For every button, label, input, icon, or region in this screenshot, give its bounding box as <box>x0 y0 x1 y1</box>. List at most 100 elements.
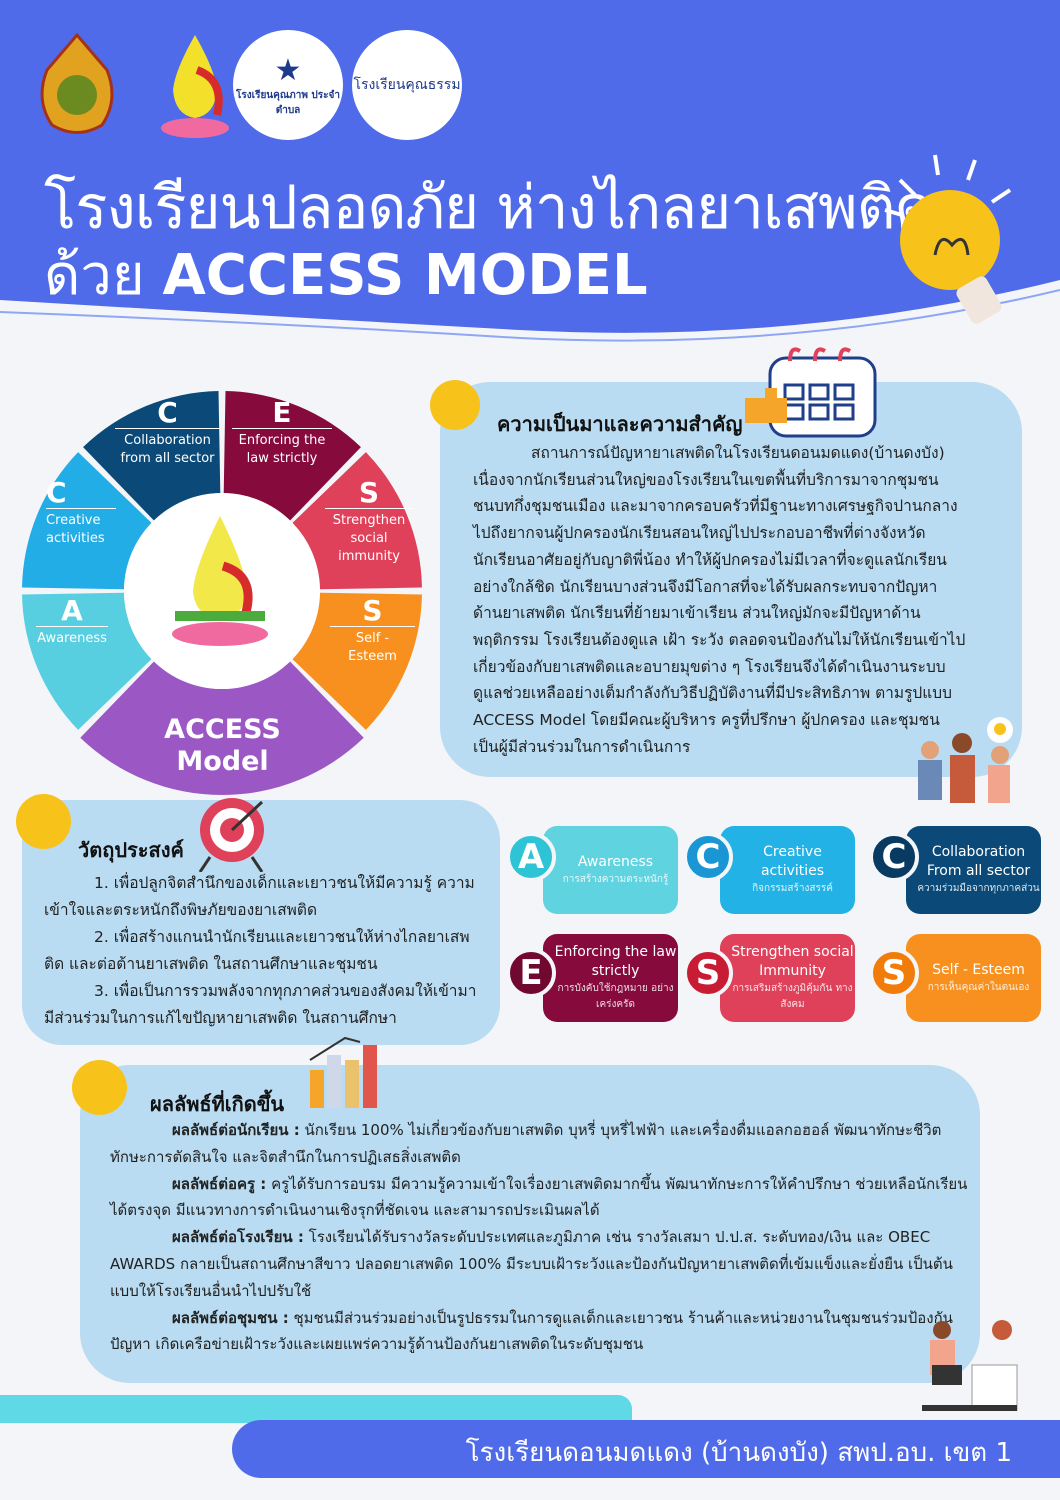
wheel-slice-enforcing <box>223 391 361 521</box>
background-line: ไปถึงยากจนผู้ปกครองนักเรียนสอนใหญ่ไปประก… <box>473 524 926 543</box>
card-strengthen: Strengthen social Immunity การเสริมสร้างภ… <box>720 934 855 1022</box>
yellow-dot-decoration <box>430 380 480 430</box>
results-heading: ผลลัพธ์ที่เกิดขึ้น <box>150 1092 285 1116</box>
result-label: ผลลัพธ์ต่อครู : <box>172 1174 267 1193</box>
background-line: ACCESS Model โดยมีคณะผู้บริหาร ครูที่ปรึ… <box>473 711 940 730</box>
objective-1-line: 1. เพื่อปลูกจิตสำนึกของเด็กและเยาวชนให้ม… <box>94 874 475 892</box>
result-text: ครูได้รับการอบรม มีความรู้ความเข้าใจเรื่… <box>110 1174 968 1220</box>
result-label: ผลลัพธ์ต่อนักเรียน : <box>172 1121 300 1139</box>
background-line: พฤติกรรม โรงเรียนต้องดูแล เฝ้า ระวัง ตลอ… <box>473 630 966 649</box>
result-label: ผลลัพธ์ต่อโรงเรียน : <box>172 1228 304 1247</box>
title-model: ACCESS MODEL <box>162 243 648 308</box>
wheel-slice-collaboration <box>83 391 221 521</box>
quality-school-logo: ★โรงเรียนคุณภาพ ประจำตำบล <box>233 30 343 140</box>
result-text: นักเรียน 100% ไม่เกี่ยวข้องกับยาเสพติด บ… <box>110 1121 942 1166</box>
card-letter-badge: C <box>683 832 733 882</box>
wheel-slice-self-esteem <box>292 592 422 730</box>
wheel-chart <box>22 391 422 795</box>
yellow-dot-decoration <box>72 1060 127 1115</box>
school-logo-center <box>165 516 275 646</box>
bar-chart-icon <box>309 1036 377 1108</box>
moral-school-logo-text: โรงเรียนคุณธรรม <box>353 77 461 93</box>
card-title: Awareness <box>577 853 654 870</box>
obec-emblem-logo <box>22 30 132 140</box>
objectives-heading: วัตถุประสงค์ <box>78 838 184 862</box>
card-subtitle: ความร่วมมือจากทุกภาคส่วน <box>917 883 1040 894</box>
page-title-line1: โรงเรียนปลอดภัย ห่างไกลยาเสพติด <box>44 173 934 243</box>
background-line: ด้านยาเสพติด นักเรียนที่ย้ายมาเข้าเรียน … <box>473 604 921 623</box>
card-title: Creative activities <box>760 844 825 879</box>
header-banner: ★โรงเรียนคุณภาพ ประจำตำบล โรงเรียนคุณธรร… <box>0 0 1060 360</box>
objective-2-cont: ติด และต่อต้านยาเสพติด ในสถานศึกษาและชุม… <box>44 955 378 973</box>
wheel-slice-strengthen <box>292 452 422 590</box>
footer-cyan-bar <box>0 1395 632 1423</box>
card-title: Self - Esteem <box>932 961 1025 978</box>
result-item: ผลลัพธ์ต่อนักเรียน : นักเรียน 100% ไม่เก… <box>110 1117 970 1171</box>
footer-school-name: โรงเรียนดอนมดแดง (บ้านดงบัง) สพป.อบ. เขต… <box>465 1438 1012 1468</box>
result-label: ผลลัพธ์ต่อชุมชน : <box>172 1308 289 1327</box>
card-letter-badge: A <box>506 832 556 882</box>
card-subtitle: การเห็นคุณค่าในตนเอง <box>927 981 1030 993</box>
background-line: ชนบทกึ่งชุมชนเมือง และมาจากครอบครัวที่มี… <box>473 497 958 516</box>
footer-bar: โรงเรียนดอนมดแดง (บ้านดงบัง) สพป.อบ. เขต… <box>232 1420 1060 1478</box>
objective-3-cont: มีส่วนร่วมในการแก้ไขปัญหายาเสพติด ในสถาน… <box>44 1009 397 1027</box>
card-letter-badge: S <box>869 948 919 998</box>
school-logo <box>140 30 250 140</box>
results-body: ผลลัพธ์ต่อนักเรียน : นักเรียน 100% ไม่เก… <box>110 1117 970 1358</box>
yellow-dot-decoration <box>16 794 71 849</box>
quality-school-logo-text: โรงเรียนคุณภาพ ประจำตำบล <box>236 89 340 116</box>
title-prefix: ด้วย <box>44 243 145 308</box>
background-line: ดูแลช่วยเหลืออย่างเต็มกำลังกับวิธีปฏิบัต… <box>473 684 952 703</box>
lightbulb-icon <box>884 154 1012 324</box>
results-panel <box>80 1065 980 1383</box>
card-subtitle: การบังคับใช้กฎหมาย อย่างเคร่งครัด <box>557 983 674 1010</box>
calendar-icon <box>745 347 877 438</box>
background-line: นักเรียนอาศัยอยู่กับญาติพี่น้อง ทำให้ผู้… <box>473 550 947 569</box>
objectives-body: 1. เพื่อปลูกจิตสำนึกของเด็กและเยาวชนให้ม… <box>44 870 499 1032</box>
card-title: Enforcing the law strictly <box>554 944 677 979</box>
card-subtitle: กิจกรรมสร้างสรรค์ <box>752 883 833 894</box>
background-line: เป็นผู้มีส่วนร่วมในการดำเนินการ <box>473 737 691 756</box>
objective-1-cont: เข้าใจและตระหนักถึงพิษภัยของยาเสพติด <box>44 901 318 919</box>
wheel-slice-creative <box>22 452 152 590</box>
background-heading: ความเป็นมาและความสำคัญ <box>497 412 743 436</box>
background-panel <box>440 382 1022 777</box>
wheel-slice-access-model <box>80 661 364 795</box>
card-subtitle: การเสริมสร้างภูมิคุ้มกัน ทางสังคม <box>732 983 853 1010</box>
moral-school-logo: โรงเรียนคุณธรรม <box>352 30 462 140</box>
people-illustration <box>918 717 1013 803</box>
background-line: อย่างใกล้ชิด นักเรียนบางส่วนจึงมีโอกาสที… <box>473 577 938 596</box>
target-icon <box>198 798 264 872</box>
result-item: ผลลัพธ์ต่อชุมชน : ชุมชนมีส่วนร่วมอย่างเป… <box>110 1305 970 1359</box>
wheel-slice-awareness <box>22 592 152 730</box>
card-creative: Creative activities กิจกรรมสร้างสรรค์ <box>720 826 855 914</box>
result-text: ชุมชนมีส่วนร่วมอย่างเป็นรูปธรรมในการดูแล… <box>110 1308 953 1354</box>
card-self-esteem: Self - Esteem การเห็นคุณค่าในตนเอง <box>906 934 1041 1022</box>
objective-3-line: 3. เพื่อเป็นการรวมพลังจากทุกภาคส่วนของสั… <box>94 982 477 1000</box>
result-item: ผลลัพธ์ต่อโรงเรียน : โรงเรียนได้รับรางวั… <box>110 1224 970 1304</box>
card-enforcing: Enforcing the law strictly การบังคับใช้กฎ… <box>543 934 678 1022</box>
result-item: ผลลัพธ์ต่อครู : ครูได้รับการอบรม มีความร… <box>110 1171 970 1225</box>
background-line: เกี่ยวข้องกับยาเสพติดและอบายมุขต่าง ๆ โร… <box>473 657 946 676</box>
card-letter-badge: C <box>869 832 919 882</box>
card-letter-badge: E <box>506 948 556 998</box>
background-line: สถานการณ์ปัญหายาเสพติดในโรงเรียนดอนมดแดง… <box>531 444 945 462</box>
result-text: โรงเรียนได้รับรางวัลระดับประเทศและภูมิภา… <box>110 1228 953 1300</box>
background-line: เนื่องจากนักเรียนส่วนใหญ่ของโรงเรียนในเข… <box>473 470 939 489</box>
page-title-line2: ด้วย ACCESS MODEL <box>44 230 648 319</box>
background-body: สถานการณ์ปัญหายาเสพติดในโรงเรียนดอนมดแดง… <box>473 440 1013 760</box>
objective-2-line: 2. เพื่อสร้างแกนนำนักเรียนและเยาวชนให้ห่… <box>94 928 470 946</box>
card-title: Strengthen social Immunity <box>731 944 854 979</box>
people-laptop-illustration <box>922 1320 1018 1411</box>
card-letter-badge: S <box>683 948 733 998</box>
